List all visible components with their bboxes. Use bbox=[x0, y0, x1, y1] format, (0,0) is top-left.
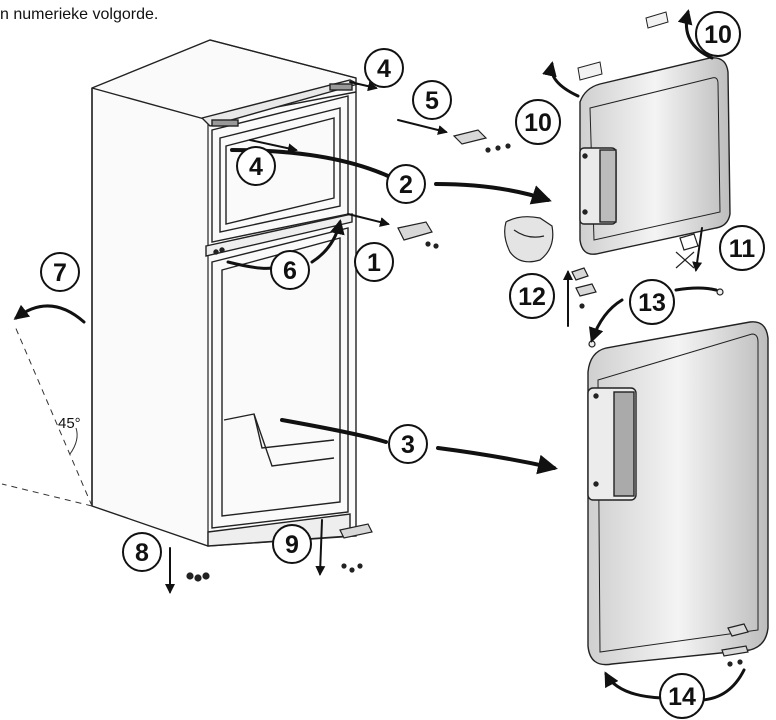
step-badge-12: 12 bbox=[509, 273, 555, 319]
svg-text:3: 3 bbox=[401, 431, 415, 459]
svg-text:6: 6 bbox=[283, 257, 297, 285]
step-badge-4a: 4 bbox=[364, 48, 404, 88]
step-badge-10-top: 10 bbox=[695, 11, 741, 57]
process-arrows bbox=[13, 9, 746, 702]
svg-text:14: 14 bbox=[668, 683, 696, 711]
step-badge-1: 1 bbox=[354, 242, 394, 282]
freezer-door bbox=[577, 11, 731, 255]
step-badge-11: 11 bbox=[719, 225, 765, 271]
svg-text:10: 10 bbox=[704, 21, 732, 49]
hardware-parts bbox=[186, 129, 749, 667]
step-badge-9: 9 bbox=[272, 524, 312, 564]
fridge-cabinet bbox=[91, 39, 360, 547]
svg-text:7: 7 bbox=[53, 259, 67, 287]
instruction-caption: n numerieke volgorde. bbox=[0, 6, 159, 23]
svg-text:13: 13 bbox=[638, 289, 666, 317]
svg-text:1: 1 bbox=[367, 249, 381, 277]
step-badge-10-left: 10 bbox=[515, 99, 561, 145]
step-badge-5: 5 bbox=[412, 80, 452, 120]
svg-text:9: 9 bbox=[285, 531, 299, 559]
svg-text:8: 8 bbox=[135, 539, 149, 567]
step-badge-6: 6 bbox=[270, 250, 310, 290]
refrigerator-door bbox=[587, 321, 769, 666]
angle-label: 45° bbox=[58, 415, 81, 432]
svg-text:4: 4 bbox=[377, 55, 391, 83]
step-badge-14: 14 bbox=[659, 673, 705, 719]
svg-text:2: 2 bbox=[399, 171, 413, 199]
svg-text:10: 10 bbox=[524, 109, 552, 137]
step-badge-7: 7 bbox=[40, 252, 80, 292]
svg-text:12: 12 bbox=[518, 283, 546, 311]
svg-text:11: 11 bbox=[729, 235, 756, 263]
step-badge-8: 8 bbox=[122, 532, 162, 572]
svg-text:4: 4 bbox=[249, 153, 263, 181]
tilt-angle-guide bbox=[1, 323, 93, 507]
step-badge-2: 2 bbox=[386, 164, 426, 204]
step-badge-3: 3 bbox=[388, 424, 428, 464]
step-badge-13: 13 bbox=[629, 279, 675, 325]
svg-text:5: 5 bbox=[425, 87, 439, 115]
step-badge-4b: 4 bbox=[236, 146, 276, 186]
